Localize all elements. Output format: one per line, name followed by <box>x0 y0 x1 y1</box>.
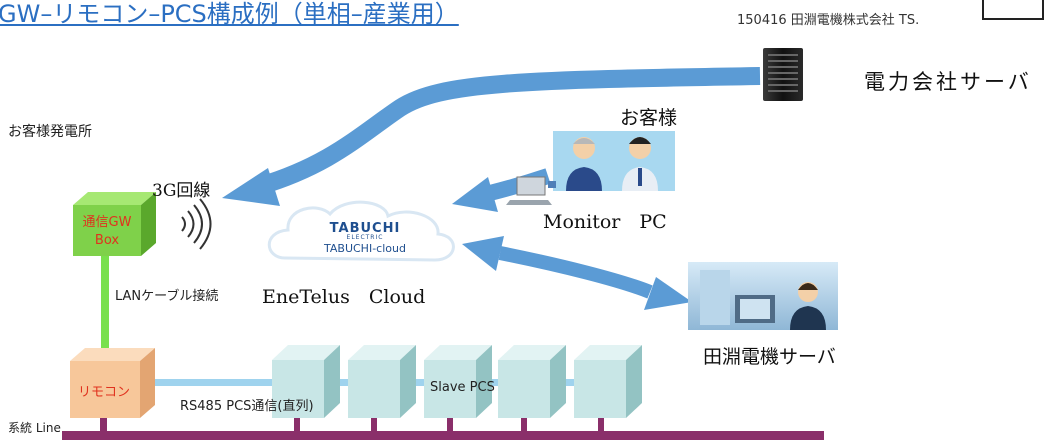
customer-plant-label: お客様発電所 <box>8 124 92 140</box>
system-line-label: 系統 Line <box>8 421 61 435</box>
pcs-unit-2 <box>348 345 416 418</box>
lan-link <box>101 256 109 354</box>
cloud-logo-brand: TABUCHI <box>329 221 401 236</box>
cloud-logo-service: TABUCHI-cloud <box>324 242 406 255</box>
tabuchi-server-icon <box>688 262 838 330</box>
cloud-logo: TABUCHI ELECTRIC TABUCHI-cloud <box>300 222 430 254</box>
arrow-monitor-to-cloud-head <box>452 177 498 212</box>
server-rack-icon <box>763 48 803 101</box>
cloud-name-label: EneTelus Cloud <box>262 286 426 308</box>
document-stamp: 150416 田淵電機株式会社 TS. <box>737 13 920 28</box>
wireless-signal-icon <box>181 198 212 250</box>
pcs-unit-5 <box>574 345 642 418</box>
arrow-cloud-tabuchi-head-right <box>644 277 692 310</box>
pcs-drop-4 <box>521 418 527 434</box>
stamp-box <box>982 0 1044 20</box>
rs485-label: RS485 PCS通信(直列) <box>180 399 314 414</box>
remocon-label: リモコン <box>78 385 131 400</box>
arrow-power-to-3g-head <box>222 168 280 206</box>
gw-box-label-line2: Box <box>94 233 120 248</box>
slave-pcs-label: Slave PCS <box>430 380 495 395</box>
remocon-drop <box>100 418 107 434</box>
pcs-drop-1 <box>294 418 300 434</box>
gw-box <box>73 192 156 256</box>
arrow-cloud-tabuchi <box>498 246 653 299</box>
pcs-unit-4 <box>498 345 566 418</box>
pcs-unit-1 <box>272 345 340 418</box>
gw-box-label: 通信GW Box <box>73 214 141 250</box>
lan-cable-label: LANケーブル接続 <box>115 289 219 304</box>
arrow-power-to-3g <box>257 67 761 195</box>
power-company-server-label: 電力会社サーバ <box>864 70 1032 94</box>
cloud-icon <box>267 200 455 262</box>
tabuchi-server-label: 田淵電機サーバ <box>703 346 836 368</box>
pcs-drop-5 <box>598 418 604 434</box>
pcs-unit-3 <box>424 345 492 418</box>
system-line <box>62 431 824 440</box>
pcs-drop-2 <box>371 418 377 434</box>
customer-label: お客様 <box>620 107 678 129</box>
customer-icon <box>553 131 675 191</box>
arrow-cloud-tabuchi-head-left <box>462 236 504 271</box>
line-3g-label: 3G回線 <box>152 181 211 201</box>
remocon-box <box>70 348 155 418</box>
page-title: GW–リモコン–PCS構成例（単相–産業用） <box>0 0 459 28</box>
laptop-icon <box>506 176 556 205</box>
pcs-drop-3 <box>447 418 453 434</box>
gw-box-label-line1: 通信GW <box>82 215 132 230</box>
monitor-pc-label: Monitor PC <box>543 211 667 233</box>
cloud-logo-sub: ELECTRIC <box>346 234 384 241</box>
